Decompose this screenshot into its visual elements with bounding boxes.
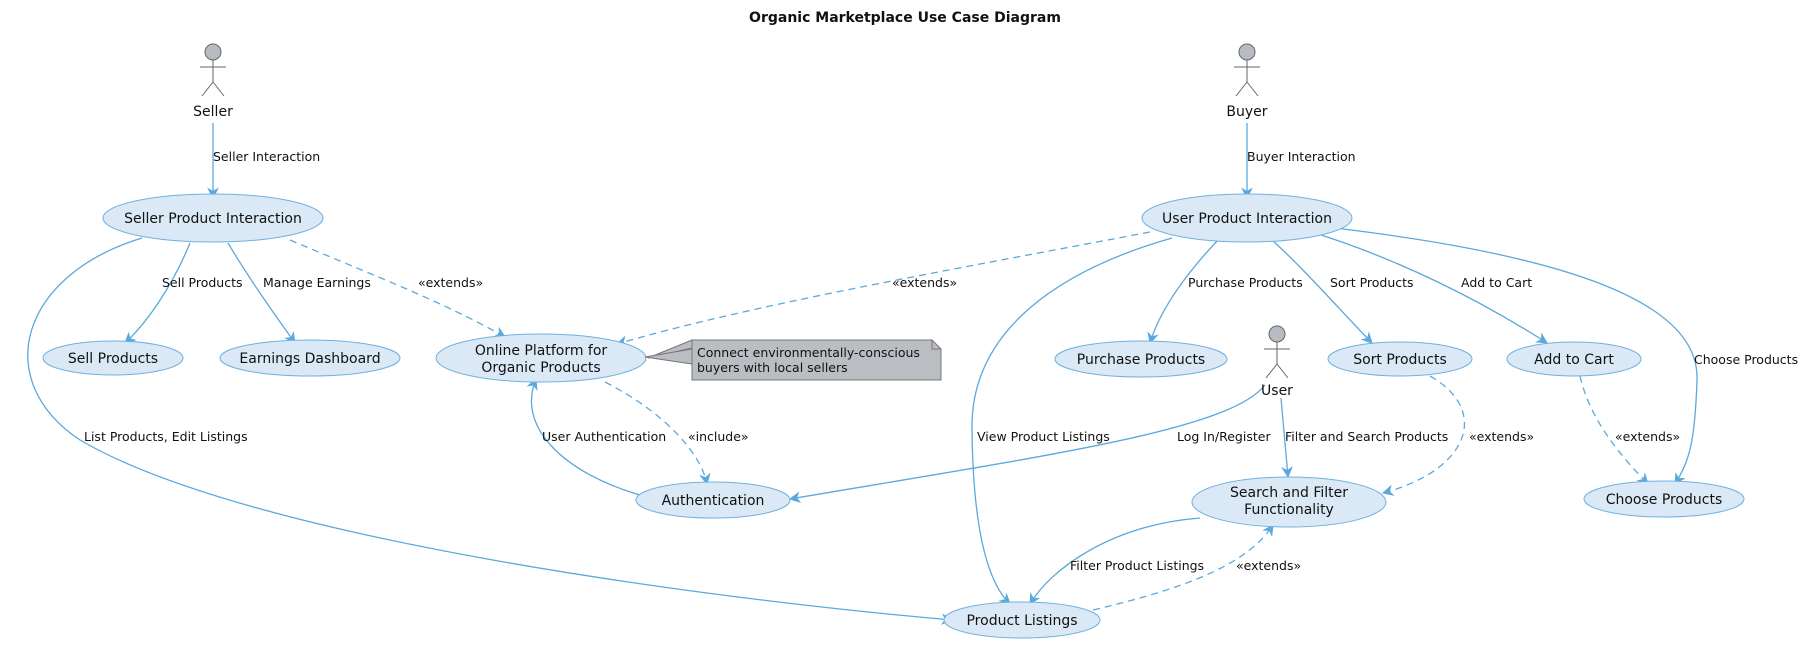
usecase-online-platform: Online Platform for Organic Products	[435, 333, 647, 383]
svg-text:Choose Products: Choose Products	[1606, 492, 1723, 508]
label-choose-products: Choose Products	[1694, 352, 1798, 367]
edge-extends-listings-search	[1092, 524, 1274, 611]
edge-user-authentication	[526, 377, 641, 496]
edge-filter-search	[1280, 397, 1293, 479]
edge-login-register	[788, 384, 1266, 504]
edge-list-edit	[27, 237, 954, 625]
note-line-1: Connect environmentally-conscious	[697, 345, 920, 360]
actor-buyer: Buyer	[1226, 43, 1268, 120]
edge-extends-seller-platform	[289, 239, 507, 338]
label-extends-listings-search: «extends»	[1236, 558, 1301, 573]
note-line-2: buyers with local sellers	[697, 360, 848, 375]
actor-user-name: User	[1261, 383, 1293, 399]
label-filter-search: Filter and Search Products	[1285, 429, 1448, 444]
edge-sell-products	[124, 242, 191, 344]
usecase-sort-products: Sort Products	[1327, 341, 1473, 377]
svg-text:Purchase Products: Purchase Products	[1077, 352, 1205, 368]
label-add-to-cart: Add to Cart	[1461, 275, 1532, 290]
svg-text:Online Platform for: Online Platform for	[475, 343, 608, 359]
edge-extends-sort-search	[1381, 375, 1466, 496]
label-extends-user-platform: «extends»	[892, 275, 957, 290]
usecase-search-filter: Search and Filter Functionality	[1191, 476, 1387, 528]
label-user-authentication: User Authentication	[542, 429, 666, 444]
diagram-title: Organic Marketplace Use Case Diagram	[749, 10, 1061, 26]
actor-seller: Seller	[193, 43, 233, 120]
edge-view-listings	[971, 237, 1173, 605]
actor-buyer-name: Buyer	[1226, 104, 1267, 120]
usecase-product-listings: Product Listings	[943, 601, 1101, 639]
edge-filter-listings	[1029, 517, 1201, 606]
edge-extends-cart-choose	[1579, 375, 1649, 485]
svg-text:Earnings Dashboard: Earnings Dashboard	[239, 351, 380, 367]
label-include: «include»	[688, 429, 749, 444]
usecase-user-product-interaction: User Product Interaction	[1141, 193, 1353, 243]
label-seller-interaction: Seller Interaction	[213, 149, 320, 164]
usecase-choose-products: Choose Products	[1583, 480, 1745, 518]
label-extends-cart-choose: «extends»	[1615, 429, 1680, 444]
edge-extends-user-platform	[615, 231, 1151, 347]
label-sell-products: Sell Products	[162, 275, 243, 290]
edge-sort-products	[1271, 239, 1373, 344]
svg-text:Product Listings: Product Listings	[966, 613, 1077, 629]
label-sort-products: Sort Products	[1330, 275, 1414, 290]
edge-add-to-cart	[1314, 232, 1548, 344]
edge-include-authentication	[604, 381, 711, 486]
svg-text:Sell Products: Sell Products	[68, 351, 158, 367]
svg-text:Search and Filter: Search and Filter	[1230, 485, 1348, 501]
usecase-seller-product-interaction: Seller Product Interaction	[102, 193, 324, 243]
edge-choose-products	[1334, 227, 1698, 485]
usecase-purchase-products: Purchase Products	[1054, 340, 1228, 378]
edge-purchase-products	[1147, 239, 1219, 345]
svg-text:Organic Products: Organic Products	[481, 360, 600, 376]
usecase-authentication: Authentication	[635, 481, 791, 519]
actor-seller-name: Seller	[193, 104, 233, 120]
svg-text:Authentication: Authentication	[662, 493, 765, 509]
usecase-add-to-cart: Add to Cart	[1506, 341, 1642, 377]
svg-text:User Product Interaction: User Product Interaction	[1162, 211, 1332, 227]
svg-text:Add to Cart: Add to Cart	[1534, 352, 1614, 368]
label-purchase-products: Purchase Products	[1188, 275, 1303, 290]
label-login-register: Log In/Register	[1177, 429, 1271, 444]
label-extends-sort-search: «extends»	[1469, 429, 1534, 444]
label-extends-seller-platform: «extends»	[418, 275, 483, 290]
svg-text:Sort Products: Sort Products	[1353, 352, 1447, 368]
usecase-sell-products: Sell Products	[42, 340, 184, 376]
label-manage-earnings: Manage Earnings	[263, 275, 371, 290]
svg-text:Seller Product Interaction: Seller Product Interaction	[124, 211, 302, 227]
edge-manage-earnings	[227, 242, 296, 344]
actor-user: User	[1261, 325, 1293, 399]
label-buyer-interaction: Buyer Interaction	[1247, 149, 1356, 164]
label-filter-listings: Filter Product Listings	[1070, 558, 1204, 573]
label-view-listings: View Product Listings	[977, 429, 1110, 444]
svg-text:Functionality: Functionality	[1244, 502, 1334, 518]
usecase-earnings-dashboard: Earnings Dashboard	[219, 339, 401, 377]
note-platform-purpose: Connect environmentally-conscious buyers…	[644, 339, 942, 381]
label-list-edit: List Products, Edit Listings	[84, 429, 248, 444]
